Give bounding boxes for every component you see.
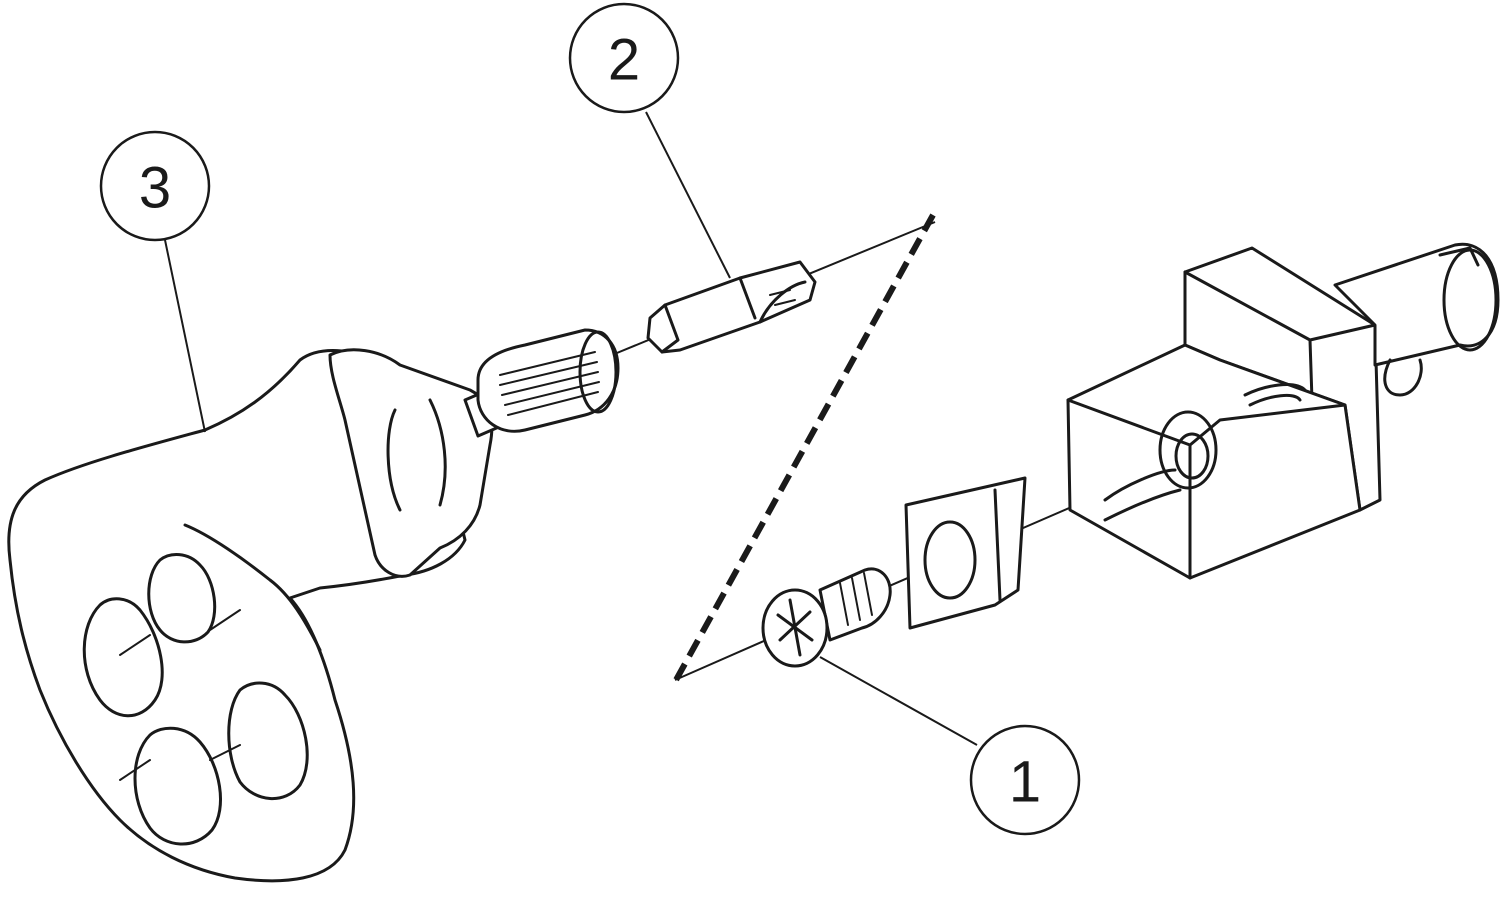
callout-2: 2 xyxy=(568,2,731,279)
callout-2-circle xyxy=(568,2,680,114)
callout-3-circle xyxy=(99,130,211,242)
torx-bit xyxy=(646,260,817,354)
callout-1-circle xyxy=(969,724,1081,836)
screwdriver-handle xyxy=(7,328,620,883)
dashed-separator xyxy=(673,213,936,682)
callout-3-label: 3 xyxy=(139,156,171,221)
callout-3: 3 xyxy=(99,130,211,433)
callout-2-label: 2 xyxy=(608,28,640,93)
callout-1-label: 1 xyxy=(1009,750,1041,815)
screw xyxy=(761,567,892,668)
tool-holder-body xyxy=(1066,242,1500,580)
insert-shim xyxy=(904,476,1027,630)
callout-1: 1 xyxy=(819,656,1081,836)
